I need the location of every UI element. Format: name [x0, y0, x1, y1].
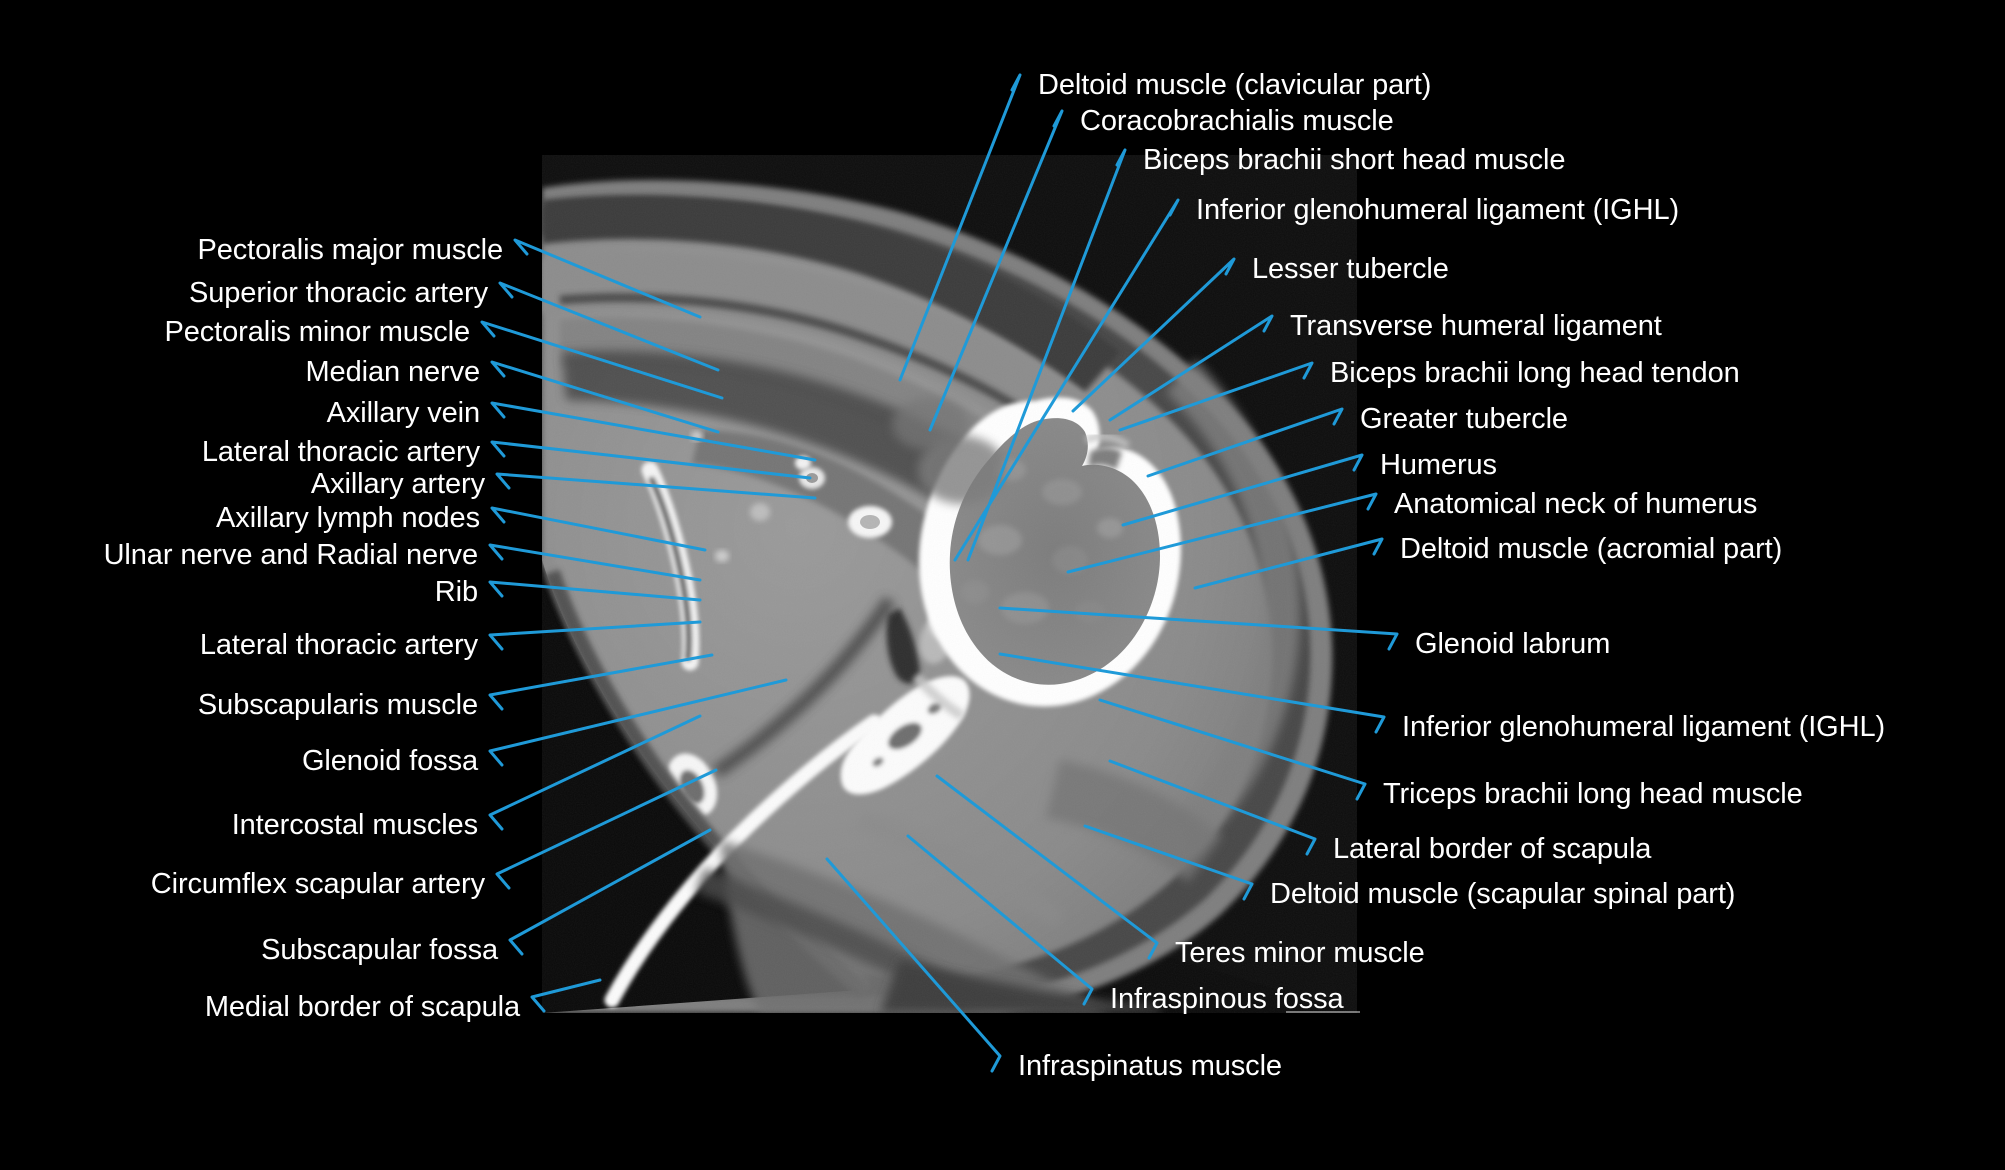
annotation-label-deltoid-scapular-spinal: Deltoid muscle (scapular spinal part): [1270, 878, 1736, 910]
annotation-label-subscapular-fossa: Subscapular fossa: [261, 934, 498, 966]
annotation-label-biceps-long-head-tendon: Biceps brachii long head tendon: [1330, 357, 1740, 389]
annotation-label-axillary-lymph-nodes: Axillary lymph nodes: [216, 502, 480, 534]
annotation-label-deltoid-clavicular: Deltoid muscle (clavicular part): [1038, 69, 1432, 101]
annotation-label-axillary-artery: Axillary artery: [310, 468, 485, 500]
annotation-label-pectoralis-minor: Pectoralis minor muscle: [164, 316, 470, 348]
image-edge-artifact: [1286, 1011, 1360, 1013]
annotation-label-triceps-long-head: Triceps brachii long head muscle: [1383, 778, 1803, 810]
annotation-label-lateral-border-scapula: Lateral border of scapula: [1333, 833, 1652, 865]
annotation-label-infraspinatus-muscle: Infraspinatus muscle: [1018, 1050, 1282, 1082]
annotation-label-teres-minor: Teres minor muscle: [1175, 937, 1425, 969]
annotation-label-median-nerve: Median nerve: [305, 356, 480, 388]
annotation-label-humerus: Humerus: [1380, 449, 1497, 481]
annotation-label-subscapularis-muscle: Subscapularis muscle: [197, 689, 478, 721]
annotation-label-lateral-thoracic-artery-upper: Lateral thoracic artery: [201, 436, 480, 468]
annotation-label-ighl-inferior: Inferior glenohumeral ligament (IGHL): [1402, 711, 1886, 743]
annotation-label-anatomical-neck: Anatomical neck of humerus: [1394, 488, 1758, 520]
annotation-label-greater-tubercle: Greater tubercle: [1360, 403, 1568, 435]
annotation-label-rib: Rib: [434, 576, 478, 608]
annotation-label-deltoid-acromial: Deltoid muscle (acromial part): [1400, 533, 1783, 565]
annotation-label-lesser-tubercle: Lesser tubercle: [1252, 253, 1449, 285]
annotation-label-infraspinous-fossa: Infraspinous fossa: [1110, 983, 1344, 1015]
annotation-label-coracobrachialis: Coracobrachialis muscle: [1080, 105, 1394, 137]
ct-panel-contents: [542, 155, 1357, 1013]
annotation-label-axillary-vein: Axillary vein: [326, 397, 481, 429]
annotation-label-medial-border-scapula: Medial border of scapula: [204, 991, 520, 1023]
annotation-label-glenoid-fossa: Glenoid fossa: [301, 745, 478, 777]
annotation-label-intercostal-muscles: Intercostal muscles: [231, 809, 478, 841]
annotation-label-glenoid-labrum: Glenoid labrum: [1415, 628, 1611, 660]
annotation-label-biceps-short-head: Biceps brachii short head muscle: [1143, 144, 1566, 176]
annotation-label-lateral-thoracic-artery-lower: Lateral thoracic artery: [199, 629, 478, 661]
annotation-label-transverse-humeral-ligament: Transverse humeral ligament: [1290, 310, 1662, 342]
annotation-label-superior-thoracic-artery: Superior thoracic artery: [189, 277, 488, 309]
annotation-label-pectoralis-major: Pectoralis major muscle: [197, 234, 503, 266]
annotation-label-ulnar-radial-nerve: Ulnar nerve and Radial nerve: [103, 539, 479, 571]
annotation-label-circumflex-scapular-artery: Circumflex scapular artery: [150, 868, 485, 900]
annotation-label-ighl-superior: Inferior glenohumeral ligament (IGHL): [1196, 194, 1680, 226]
